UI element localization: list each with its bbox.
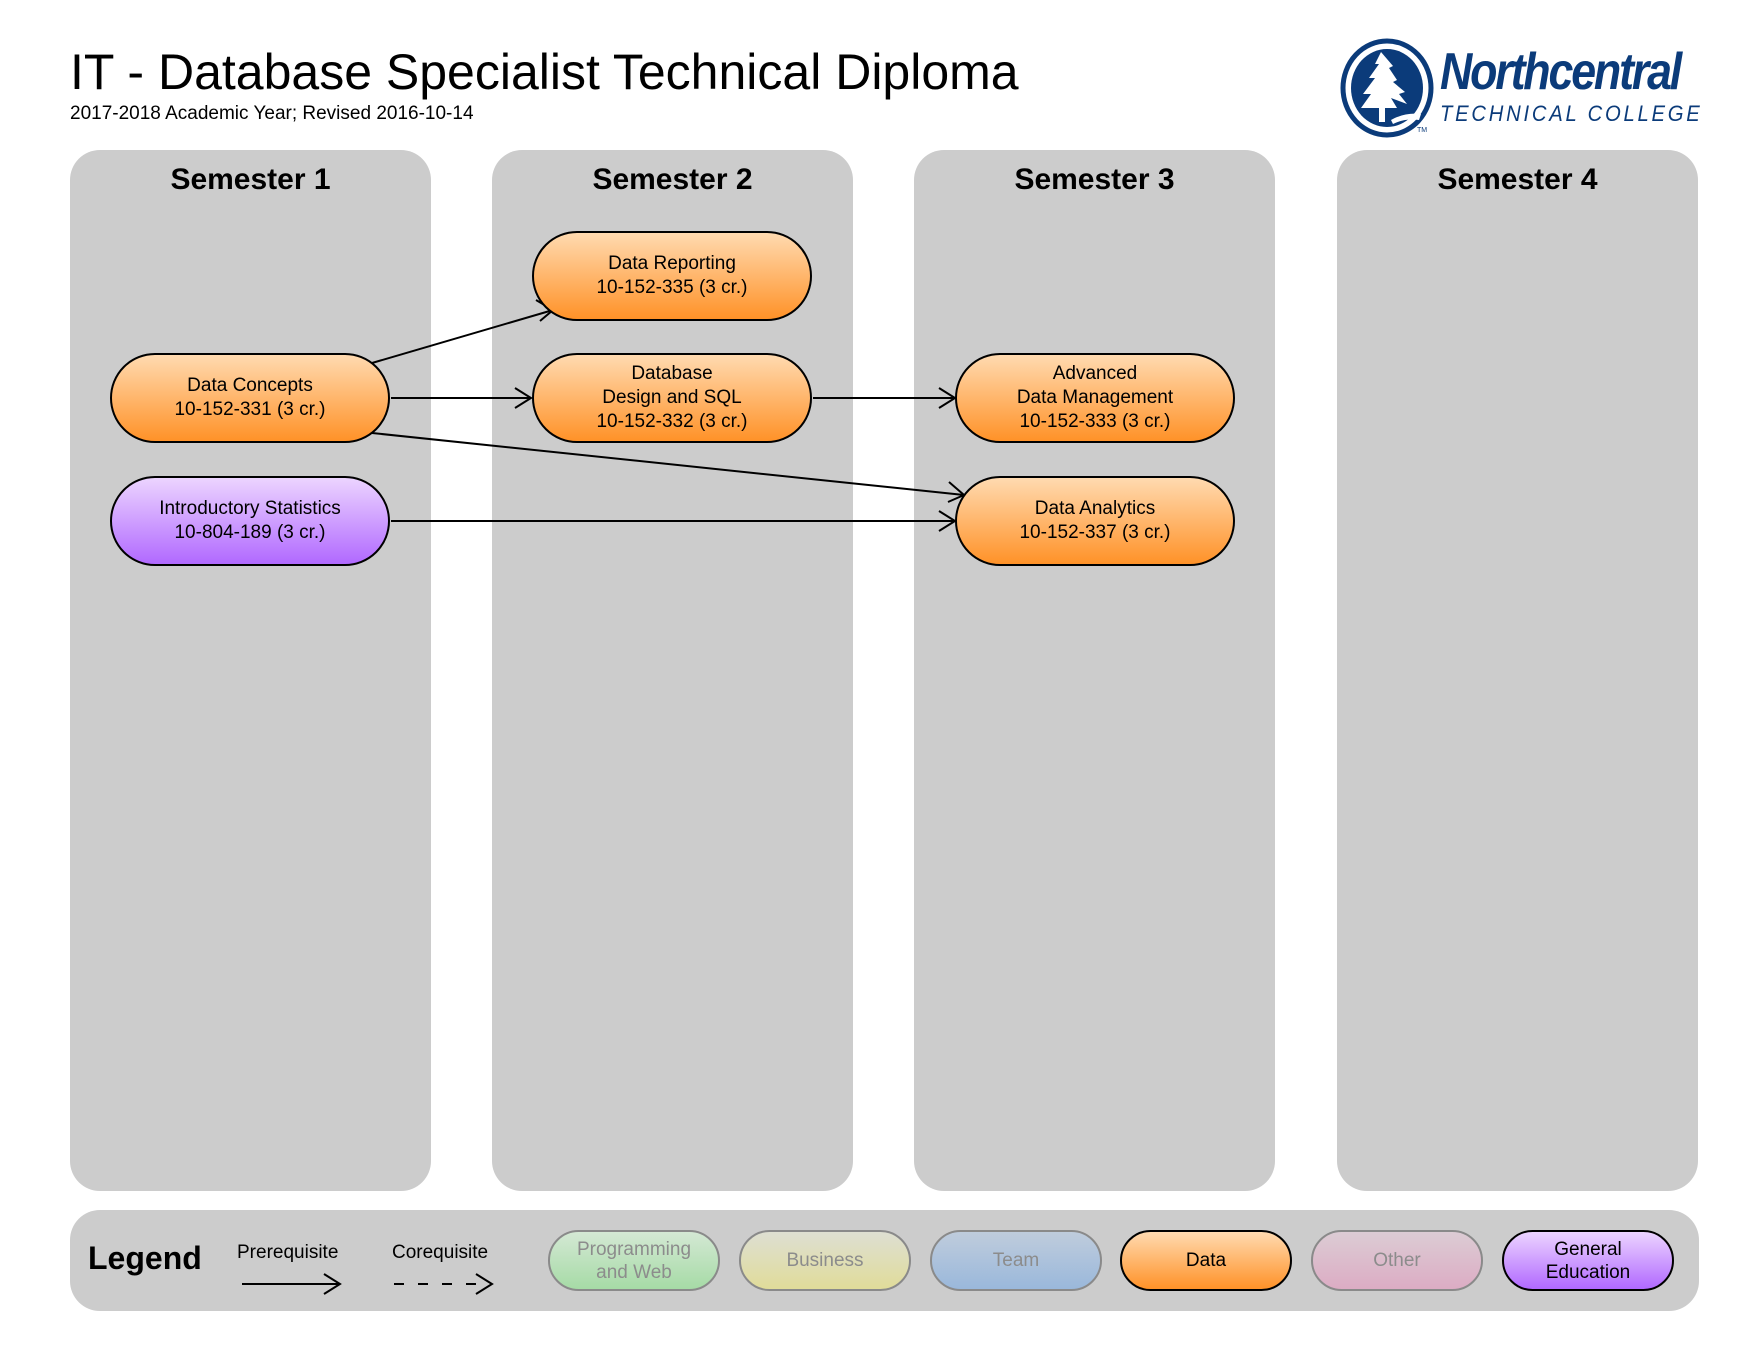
logo-wordmark: Northcentral (1440, 43, 1682, 101)
legend-category-label: General (1554, 1238, 1622, 1260)
course-name-line2: Data Management (1016, 387, 1174, 408)
legend-category-general-education: General Education (1502, 1230, 1674, 1291)
legend-category-label: Programming (576, 1238, 692, 1260)
course-node-intro-stats[interactable]: Introductory Statistics 10-804-189 (3 cr… (110, 476, 390, 566)
course-node-data-analytics[interactable]: Data Analytics 10-152-337 (3 cr.) (955, 476, 1235, 566)
dashed-arrow-icon (394, 1273, 494, 1295)
legend-category-label: Team (992, 1250, 1040, 1271)
logo-trademark: TM (1417, 127, 1428, 134)
course-name: Data Reporting (608, 253, 736, 274)
semester-panel-4: Semester 4 (1337, 150, 1698, 1191)
course-code: 10-804-189 (3 cr.) (174, 522, 326, 543)
course-name-line1: Database (631, 363, 713, 384)
course-name: Data Concepts (187, 375, 313, 396)
semester-title: Semester 3 (1014, 163, 1175, 196)
legend-category-business: Business (739, 1230, 911, 1291)
legend-prerequisite-label: Prerequisite (237, 1242, 339, 1263)
semester-panel-3: Semester 3 (914, 150, 1275, 1191)
course-node-data-reporting[interactable]: Data Reporting 10-152-335 (3 cr.) (532, 231, 812, 321)
pine-tree-circle-icon (1340, 38, 1434, 138)
legend-category-label: Education (1545, 1261, 1631, 1283)
course-code: 10-152-337 (3 cr.) (1019, 522, 1171, 543)
semester-title: Semester 2 (592, 163, 753, 196)
course-name: Data Analytics (1034, 498, 1156, 519)
course-node-db-design-sql[interactable]: Database Design and SQL 10-152-332 (3 cr… (532, 353, 812, 443)
course-code: 10-152-331 (3 cr.) (174, 399, 326, 420)
legend-title: Legend (88, 1240, 202, 1276)
college-logo: Northcentral TECHNICAL COLLEGE TM (1335, 38, 1700, 138)
legend-category-team: Team (930, 1230, 1102, 1291)
legend-category-label: Other (1373, 1250, 1421, 1271)
course-name: Introductory Statistics (159, 498, 341, 519)
legend-category-other: Other (1311, 1230, 1483, 1291)
course-code: 10-152-332 (3 cr.) (596, 411, 748, 432)
legend-category-label: Business (786, 1250, 864, 1271)
legend-panel: Legend Prerequisite Corequisite Programm… (70, 1210, 1699, 1311)
legend-category-label: and Web (596, 1261, 672, 1283)
legend-corequisite-label: Corequisite (392, 1242, 489, 1263)
solid-arrow-icon (242, 1273, 342, 1295)
course-code: 10-152-335 (3 cr.) (596, 277, 748, 298)
course-node-adv-data-mgmt[interactable]: Advanced Data Management 10-152-333 (3 c… (955, 353, 1235, 443)
legend-category-data: Data (1120, 1230, 1292, 1291)
course-name-line2: Design and SQL (602, 387, 742, 408)
semester-title: Semester 1 (170, 163, 331, 196)
semester-title: Semester 4 (1437, 163, 1598, 196)
course-name-line1: Advanced (1052, 363, 1138, 384)
page-subtitle: 2017-2018 Academic Year; Revised 2016-10… (70, 103, 474, 124)
semester-panel-1: Semester 1 (70, 150, 431, 1191)
logo-tagline: TECHNICAL COLLEGE (1440, 101, 1703, 126)
course-code: 10-152-333 (3 cr.) (1019, 411, 1171, 432)
course-node-data-concepts[interactable]: Data Concepts 10-152-331 (3 cr.) (110, 353, 390, 443)
legend-category-label: Data (1185, 1250, 1227, 1271)
page-title: IT - Database Specialist Technical Diplo… (70, 44, 1019, 100)
legend-category-programming-web: Programming and Web (548, 1230, 720, 1291)
